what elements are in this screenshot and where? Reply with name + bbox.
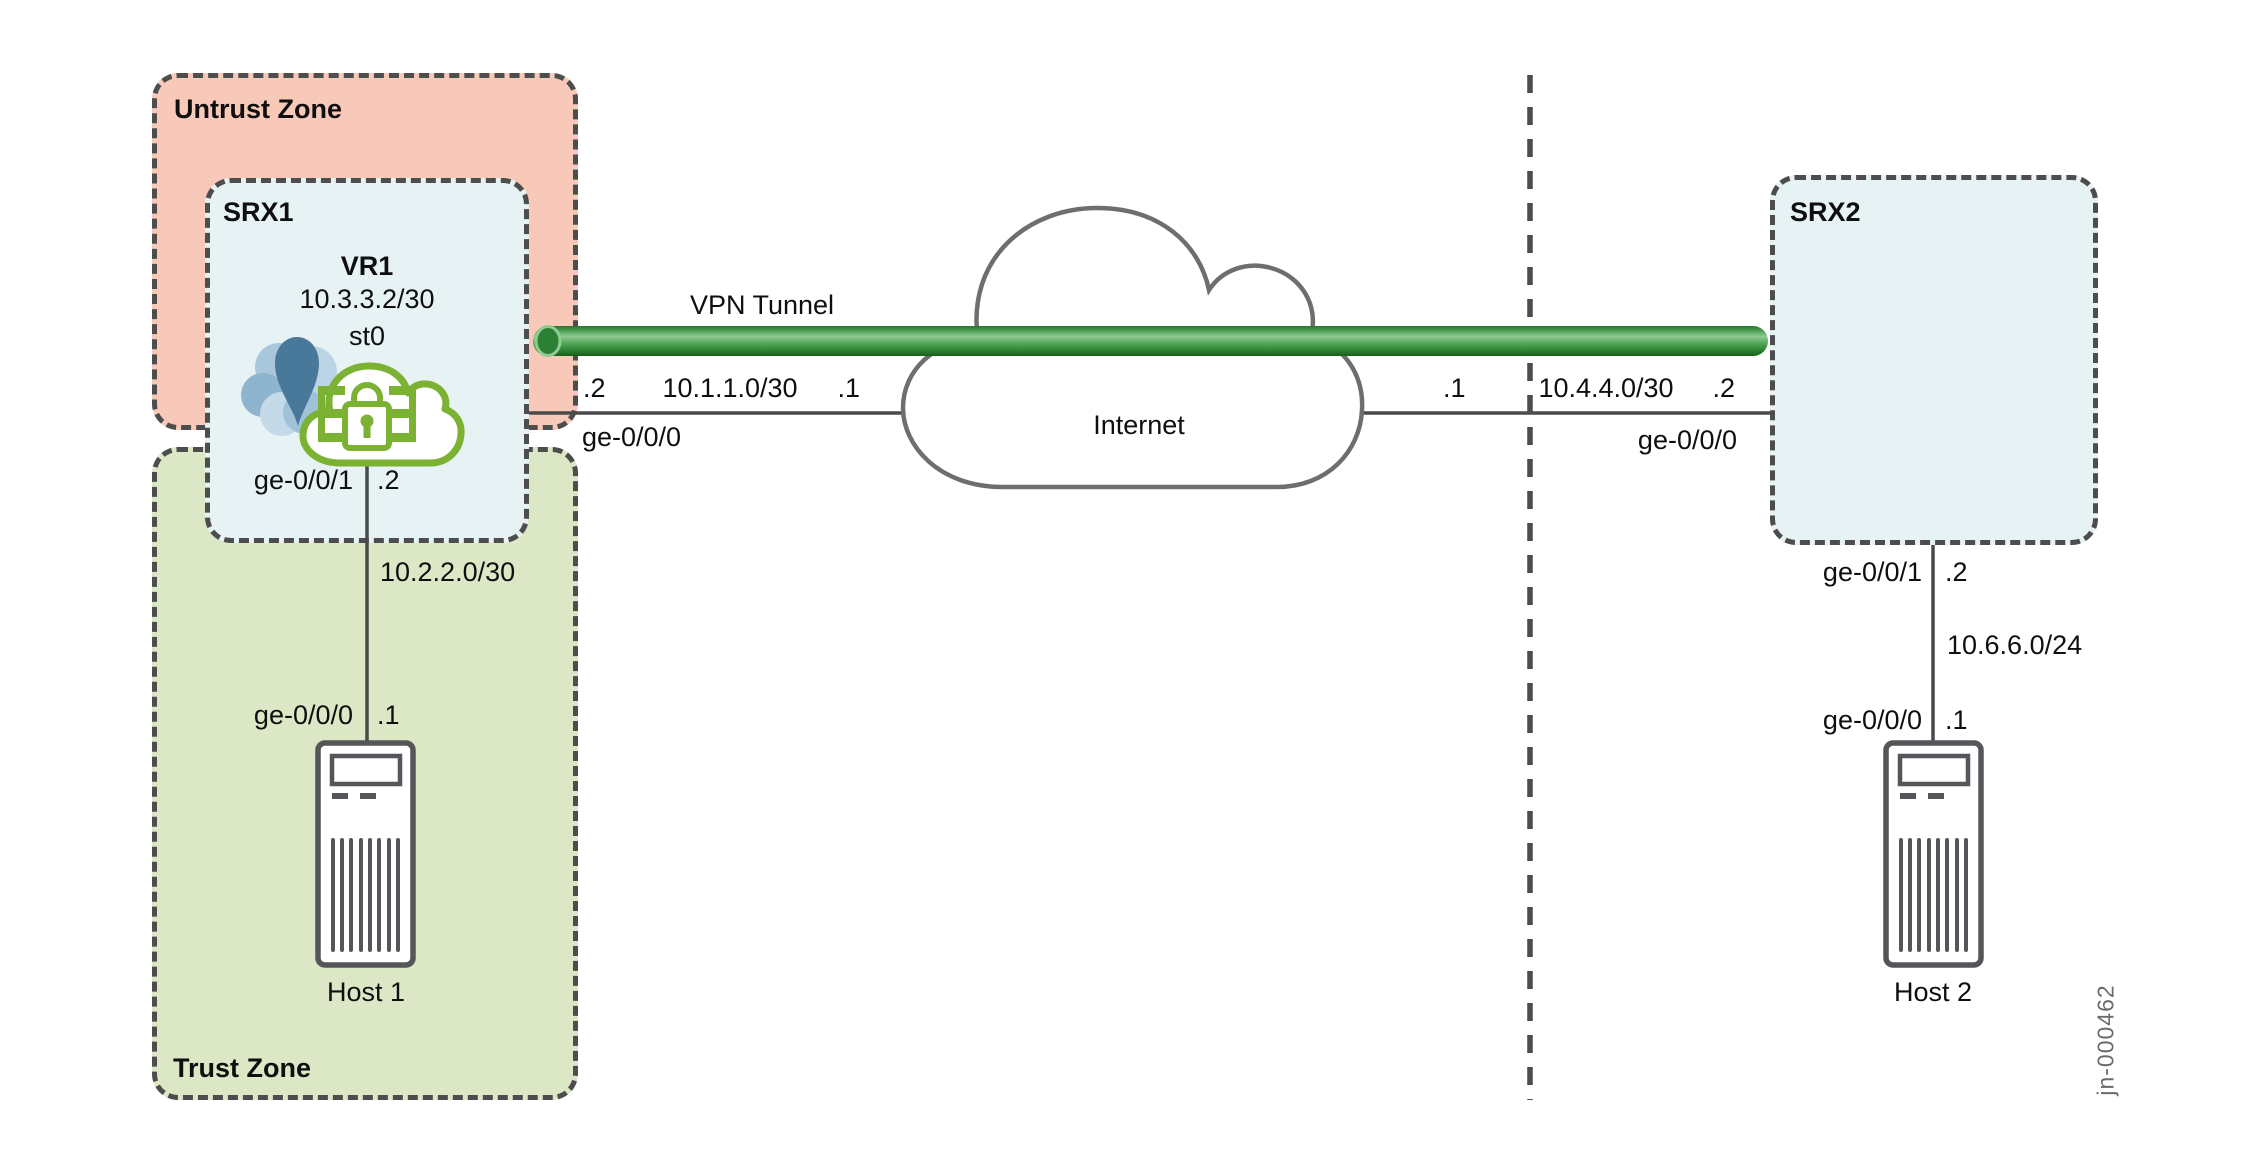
srx1-lan-ip: .2: [377, 465, 400, 495]
host1-label: Host 1: [326, 977, 406, 1007]
srx1-vr-ip: 10.3.3.2/30: [299, 284, 435, 314]
figure-id-label: jn-000462: [2092, 984, 2119, 1096]
trust-zone-label: Trust Zone: [173, 1053, 312, 1083]
internet-srx2-subnet: 10.4.4.0/30: [1538, 373, 1674, 403]
internet-label: Internet: [1093, 410, 1185, 440]
srx1-tunnel-interface: st0: [348, 321, 386, 351]
host1-ip: .1: [377, 700, 400, 730]
srx2-wan-interface: ge-0/0/0: [1637, 425, 1737, 455]
srx2-lan-interface: ge-0/0/1: [1822, 557, 1922, 587]
link-lines: [365, 411, 1935, 745]
vpn-tunnel-pipe: [533, 325, 1768, 357]
srx2-wan-ip: .2: [1712, 373, 1735, 403]
srx2-host2-subnet: 10.6.6.0/24: [1947, 630, 2083, 660]
host2-server-icon: [1883, 740, 1984, 968]
srx1-lan-interface: ge-0/0/1: [253, 465, 353, 495]
srx1-host1-subnet: 10.2.2.0/30: [380, 557, 516, 587]
srx1-label: SRX1: [223, 197, 294, 227]
internet-left-ip: .1: [837, 373, 860, 403]
host2-interface: ge-0/0/0: [1822, 705, 1922, 735]
internet-cloud-icon: [900, 205, 1365, 490]
srx2-lan-ip: .2: [1945, 557, 1968, 587]
srx2-label: SRX2: [1790, 197, 1861, 227]
srx2-device-box: [1770, 175, 2098, 545]
internet-right-ip: .1: [1443, 373, 1466, 403]
host1-interface: ge-0/0/0: [253, 700, 353, 730]
vpn-tunnel-label: VPN Tunnel: [689, 290, 835, 320]
srx1-wan-ip: .2: [583, 373, 606, 403]
srx1-wan-interface: ge-0/0/0: [582, 422, 682, 452]
untrust-zone-label: Untrust Zone: [174, 94, 342, 124]
host2-label: Host 2: [1893, 977, 1973, 1007]
host2-ip: .1: [1945, 705, 1968, 735]
srx1-vr-name: VR1: [340, 251, 394, 281]
srx1-internet-subnet: 10.1.1.0/30: [662, 373, 798, 403]
